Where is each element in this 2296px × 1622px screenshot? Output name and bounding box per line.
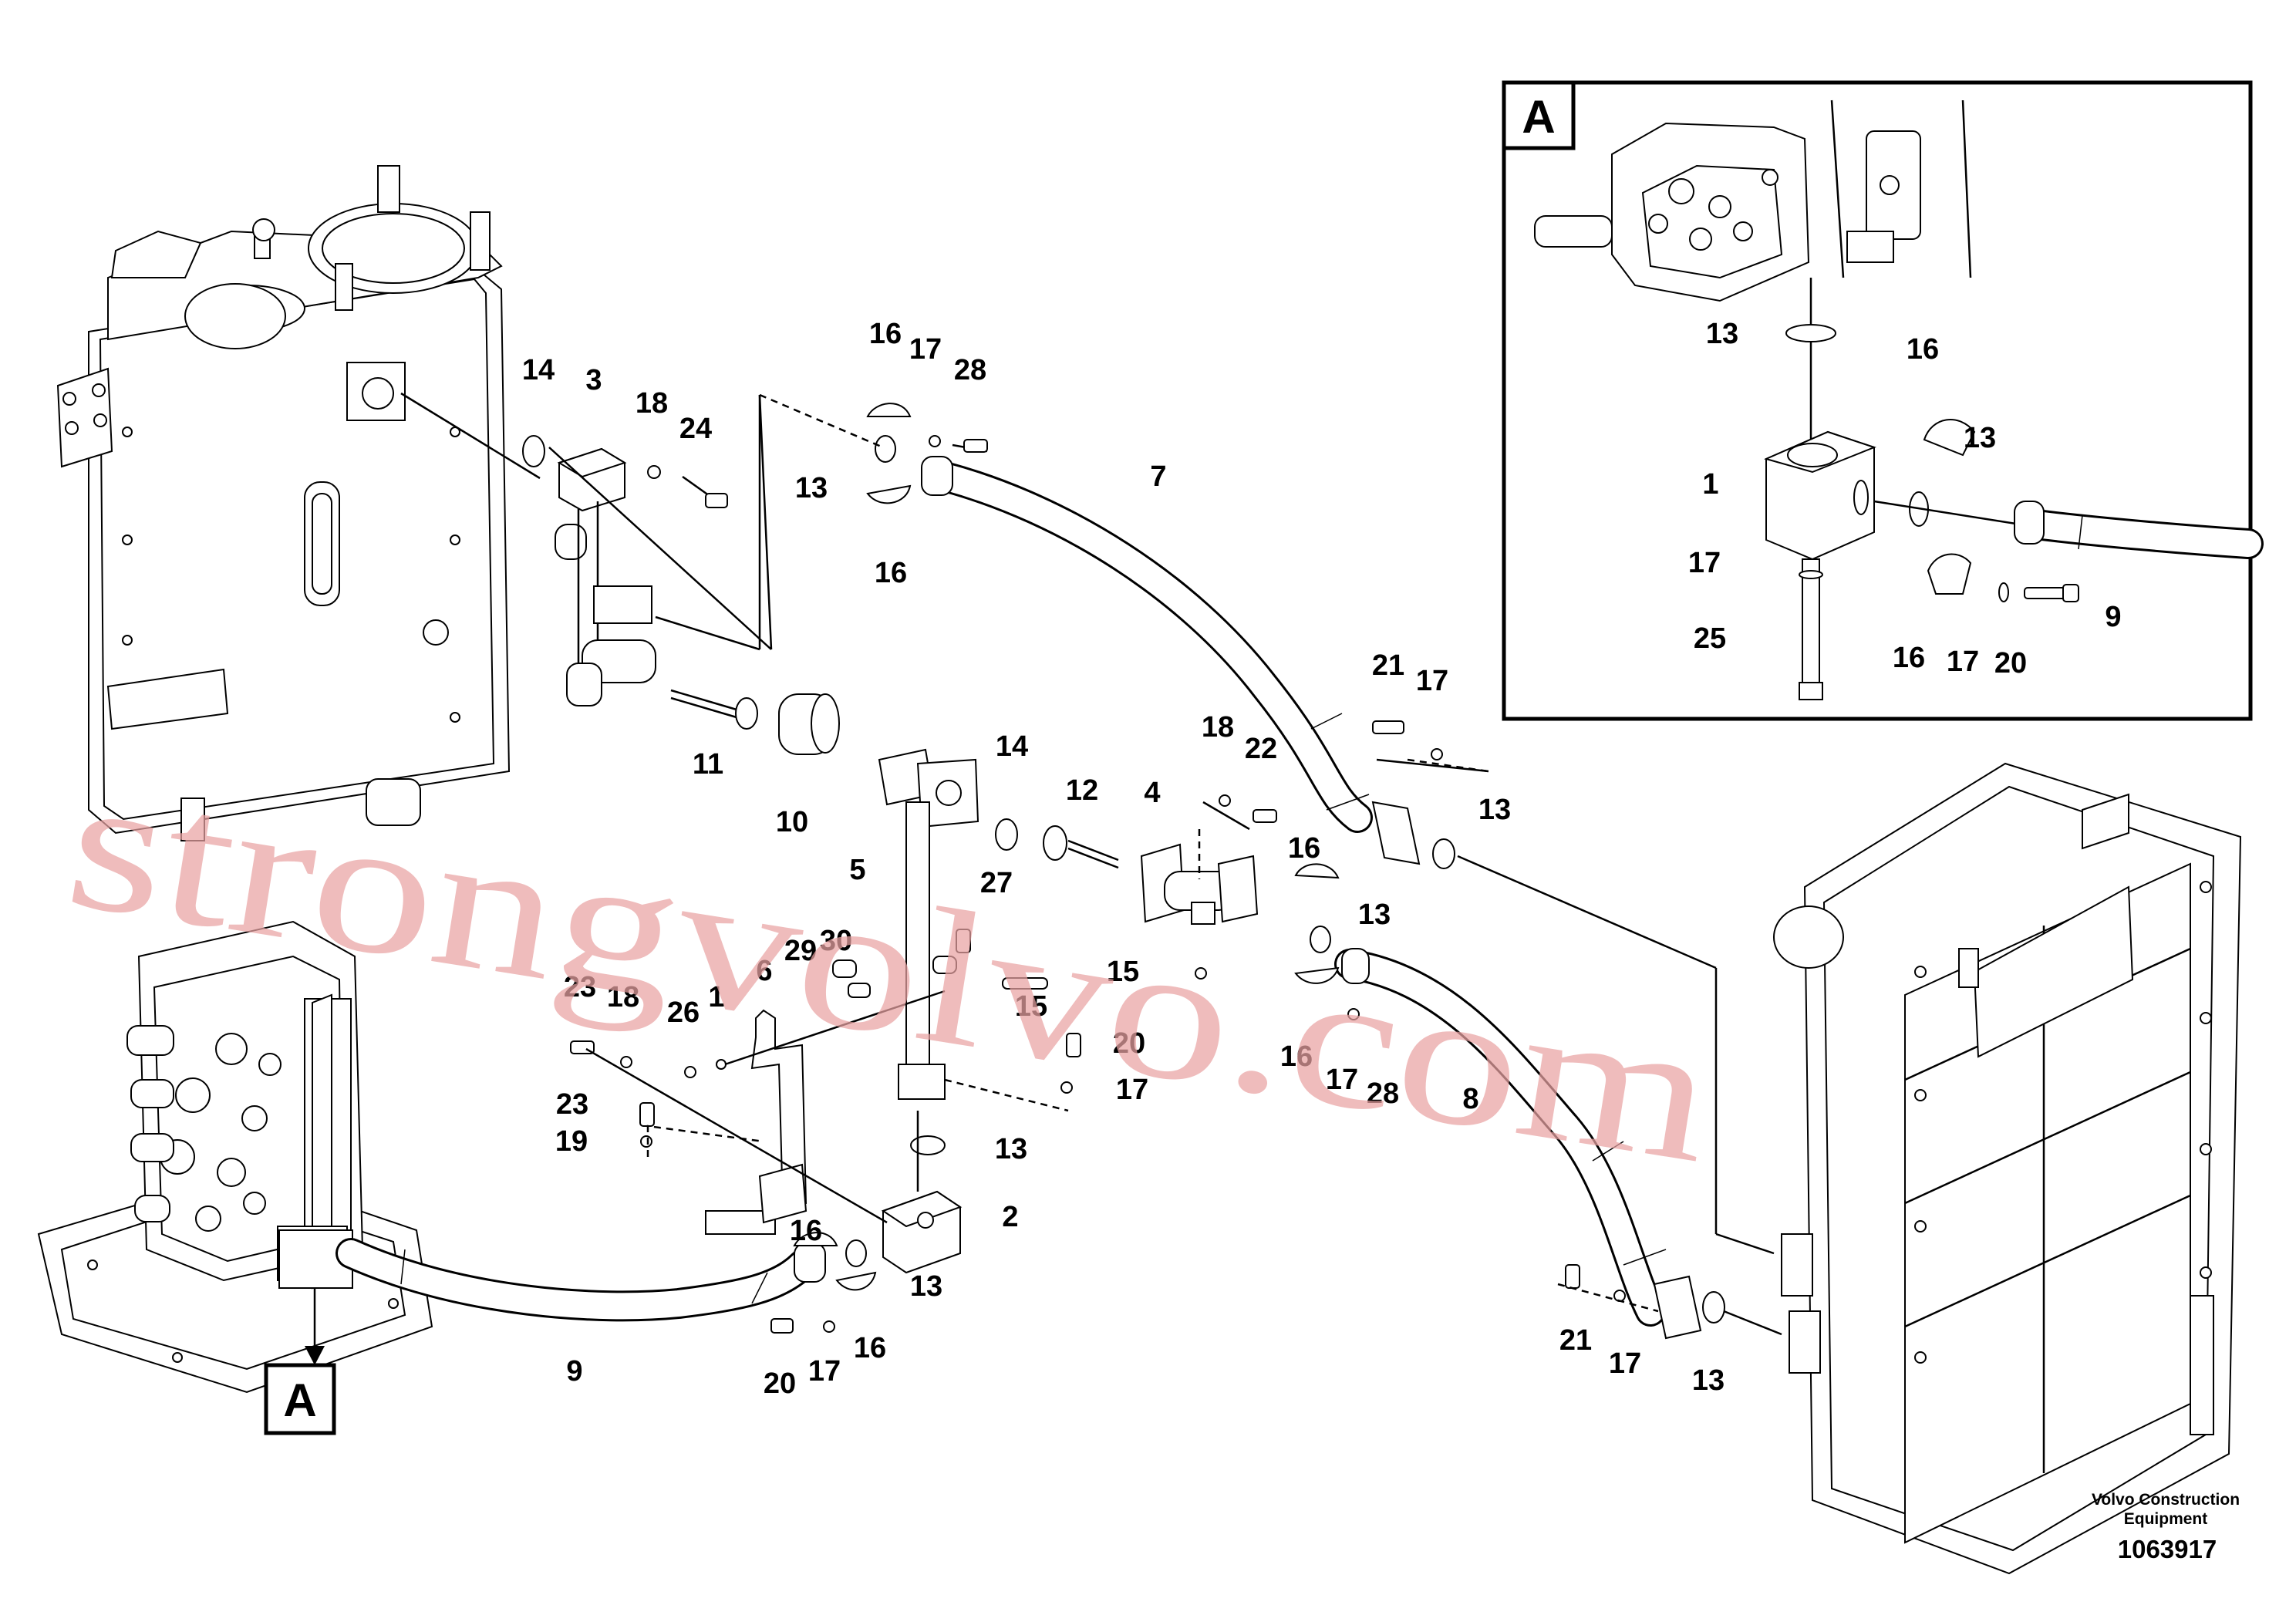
- part-label-5: 17: [909, 333, 942, 366]
- part-label-2: 18: [636, 387, 668, 420]
- brand-line-1: Volvo Construction: [2092, 1491, 2240, 1509]
- part-label-44: 13: [910, 1270, 942, 1303]
- part-label-9: 7: [1150, 460, 1166, 493]
- inset-part-label-1: 16: [1907, 333, 1939, 366]
- document-number: 1063917: [2118, 1535, 2217, 1563]
- inset-part-label-5: 25: [1694, 622, 1726, 655]
- part-label-49: 21: [1559, 1324, 1592, 1357]
- part-label-38: 8: [1462, 1083, 1478, 1115]
- callout-marker: A: [283, 1374, 316, 1426]
- part-label-8: 16: [875, 557, 907, 589]
- inset-part-label-8: 20: [1994, 647, 2027, 679]
- inset-part-label-9: 9: [2105, 601, 2121, 633]
- inset-part-label-2: 13: [1964, 422, 1996, 454]
- part-label-14: 14: [996, 730, 1028, 763]
- part-label-43: 16: [790, 1215, 822, 1247]
- hose-9: [335, 1238, 826, 1322]
- part-label-4: 16: [869, 318, 902, 350]
- part-label-7: 13: [795, 472, 828, 504]
- part-label-23: 30: [820, 925, 852, 957]
- part-label-15: 12: [1066, 774, 1098, 807]
- inset-part-label-0: 13: [1706, 318, 1738, 350]
- part-label-50: 17: [1609, 1347, 1641, 1380]
- part-label-26: 15: [1107, 956, 1139, 988]
- part-label-3: 24: [679, 413, 712, 445]
- part-label-40: 19: [555, 1125, 588, 1158]
- part-label-0: 14: [522, 354, 555, 386]
- detail-inset: A: [1502, 80, 2264, 721]
- hose-8: [1334, 948, 1702, 1340]
- part-label-39: 23: [556, 1088, 588, 1121]
- part-label-30: 18: [607, 981, 639, 1013]
- hardware-parts: [522, 403, 1725, 1334]
- part-label-25: 13: [1358, 899, 1391, 931]
- part-label-41: 13: [995, 1133, 1027, 1165]
- callout-marker-box: [264, 1363, 336, 1435]
- part-label-34: 17: [1116, 1074, 1148, 1106]
- part-label-33: 20: [1113, 1027, 1145, 1060]
- inset-part-label-6: 16: [1893, 642, 1925, 674]
- part-label-47: 17: [808, 1355, 841, 1388]
- part-label-28: 15: [1015, 990, 1047, 1023]
- part-label-27: 6: [756, 955, 772, 987]
- part-label-19: 13: [1478, 794, 1511, 826]
- part-label-35: 16: [1280, 1040, 1313, 1073]
- part-label-1: 3: [585, 364, 602, 396]
- inset-part-number-labels: 13 16 13 1 17 25 16 17 20 9: [1688, 318, 2122, 679]
- part-label-18: 22: [1245, 733, 1277, 765]
- part-label-36: 17: [1326, 1064, 1358, 1096]
- inset-part-label-4: 17: [1688, 547, 1721, 579]
- part-label-13: 10: [776, 806, 808, 838]
- part-label-10: 21: [1372, 649, 1404, 682]
- inset-part-label-7: 17: [1947, 646, 1979, 678]
- inset-marker: A: [1522, 91, 1555, 143]
- part-label-31: 26: [667, 996, 700, 1029]
- brand-line-2: Equipment: [2124, 1510, 2208, 1528]
- leader-lines: [305, 393, 1782, 1365]
- part-label-24: 16: [1288, 832, 1320, 865]
- footer: Volvo Construction Equipment 1063917: [2092, 1491, 2240, 1563]
- part-label-45: 9: [566, 1355, 582, 1388]
- part-label-11: 17: [1416, 665, 1448, 697]
- inset-marker-box: [1502, 80, 1576, 150]
- part-label-12: 11: [693, 748, 723, 781]
- part-label-20: 5: [849, 854, 865, 886]
- part-label-32: 1: [708, 981, 724, 1013]
- callout-a: A: [264, 1363, 336, 1435]
- part-label-29: 23: [564, 971, 596, 1003]
- oil-cooler-assembly: [1773, 762, 2242, 1575]
- part-label-21: 27: [980, 867, 1013, 899]
- part-label-37: 28: [1367, 1077, 1399, 1110]
- part-label-6: 28: [954, 354, 986, 386]
- part-label-48: 16: [854, 1332, 886, 1364]
- part-label-42: 2: [1002, 1201, 1018, 1233]
- part-label-17: 18: [1202, 711, 1234, 744]
- inset-part-label-3: 1: [1702, 468, 1718, 501]
- control-valve-assembly: [37, 920, 433, 1394]
- part-label-51: 13: [1692, 1364, 1725, 1397]
- hydraulic-tank: [56, 165, 541, 841]
- part-label-46: 20: [764, 1367, 796, 1400]
- part-label-22: 29: [784, 935, 817, 967]
- part-label-16: 4: [1144, 777, 1160, 809]
- hose-7: [921, 456, 1421, 865]
